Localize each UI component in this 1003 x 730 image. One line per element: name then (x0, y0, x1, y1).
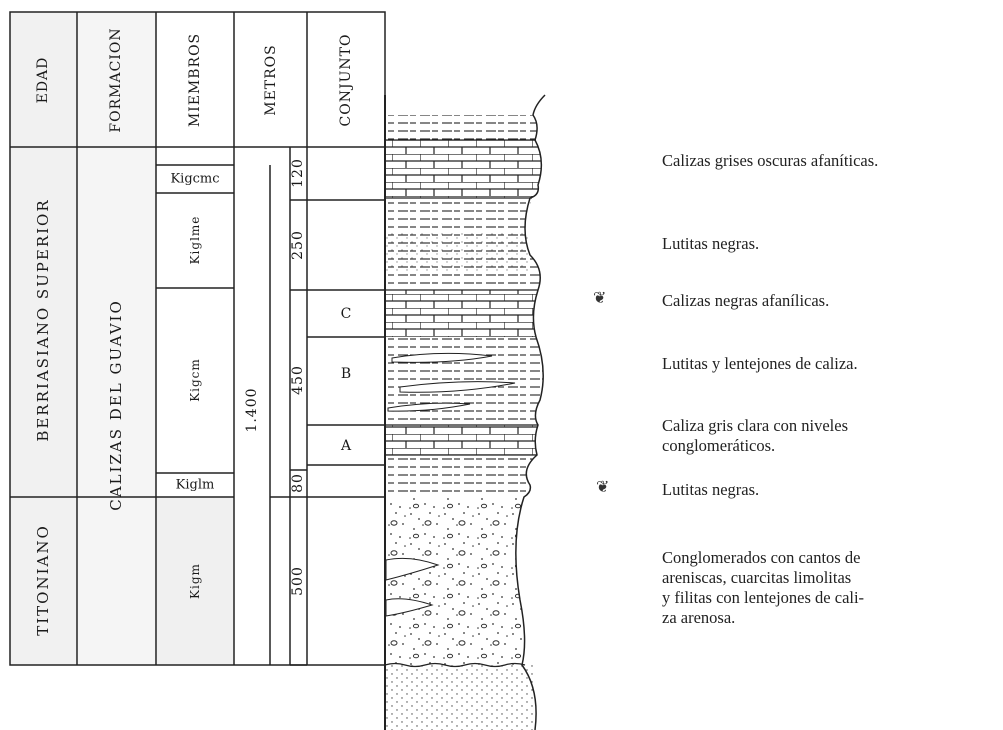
member-kiglme: Kiglme (188, 216, 202, 265)
formation-name: CALIZAS DEL GUAVIO (107, 299, 125, 511)
shale-lens-unit (385, 337, 543, 425)
shale-unit (385, 455, 537, 497)
header-conjunto: CONJUNTO (338, 34, 354, 127)
description-kigm-line2: areniscas, cuarcitas limolitas (662, 568, 1000, 588)
description-set-c: Calizas negras afanílicas. (662, 291, 829, 311)
description-set-a-line2: conglomeráticos. (662, 436, 775, 456)
sand-unit (385, 665, 535, 730)
description-kigm-line3: y filitas con lentejones de cali- (662, 588, 1000, 608)
metros-kigcme: 120 (290, 158, 306, 188)
limestone-unit (385, 425, 538, 455)
metros-kiglme: 250 (290, 230, 306, 260)
description-set-a-line1: Caliza gris clara con niveles (662, 416, 1000, 436)
age-berriasiano-superior: BERRIASIANO SUPERIOR (34, 198, 52, 441)
shale-unit (385, 115, 537, 140)
conjunto-c: C (341, 306, 352, 322)
limestone-unit (385, 290, 538, 337)
limestone-unit (385, 140, 541, 198)
metros-kigcm: 450 (290, 365, 306, 395)
fossil-icon: ❦ (593, 288, 606, 307)
metros-kigm: 500 (290, 566, 306, 596)
header-edad: EDAD (35, 57, 51, 104)
member-kiglm: Kiglm (176, 478, 215, 493)
member-kigcm: Kigcm (188, 358, 202, 402)
description-kigcme: Calizas grises oscuras afaníticas. (662, 151, 878, 171)
description-set-b: Lutitas y lentejones de caliza. (662, 354, 858, 374)
conjunto-b: B (341, 366, 351, 382)
lithologic-column (385, 95, 545, 730)
description-kiglm: Lutitas negras. (662, 480, 759, 500)
member-kigm: Kigm (188, 563, 202, 599)
description-kigm-line4: za arenosa. (662, 608, 735, 628)
description-kiglme: Lutitas negras. (662, 234, 759, 254)
conjunto-a: A (341, 438, 351, 454)
header-metros: METROS (263, 44, 279, 116)
metros-kiglm: 80 (290, 473, 306, 493)
conglomerate-unit (385, 497, 525, 665)
fossil-icon: ❦ (596, 477, 609, 496)
age-titoniano: TITONIANO (34, 524, 52, 636)
description-kigm-line1: Conglomerados con cantos de (662, 548, 1000, 568)
header-miembros: MIEMBROS (187, 33, 203, 127)
header-formacion: FORMACION (108, 27, 124, 132)
metros-total: 1.400 (244, 387, 260, 432)
member-kigcme: Kigcmc (170, 172, 219, 187)
